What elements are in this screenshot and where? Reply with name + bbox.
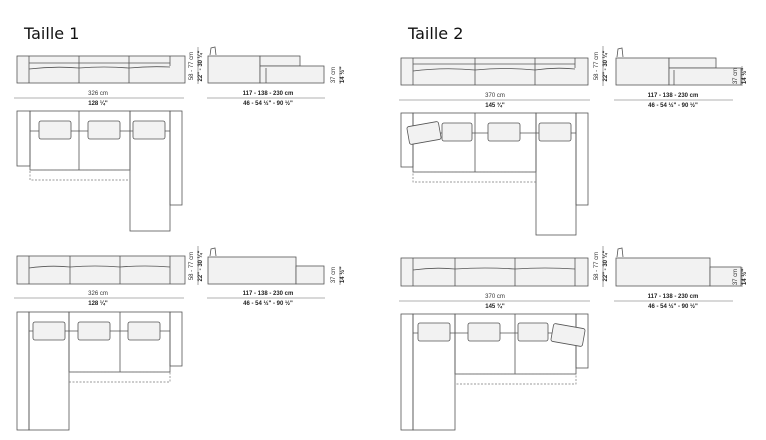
taille1-config1-side-view <box>207 46 325 84</box>
taille2-config1-side-view <box>615 47 742 86</box>
svg-text:128 ¼": 128 ¼" <box>88 300 108 307</box>
taille2-config2-side-view <box>615 247 742 287</box>
taille2-config1-width-dim: 370 cm 145 ¾" <box>399 93 590 109</box>
svg-text:14 ½": 14 ½" <box>339 67 346 83</box>
svg-text:58 - 77 cm: 58 - 77 cm <box>594 52 600 80</box>
section-title-taille-2: Taille 2 <box>408 24 464 43</box>
svg-text:117 - 138 - 230 cm: 117 - 138 - 230 cm <box>243 291 294 297</box>
svg-text:22" - 30 ¼": 22" - 30 ¼" <box>602 50 609 81</box>
taille1-config1-plan-view <box>16 110 183 232</box>
taille1-config1-width-dim: 326 cm 128 ¼" <box>14 91 184 107</box>
taille1-config2-width-dim: 326 cm 128 ¼" <box>14 291 184 307</box>
taille2-config2-plan-view <box>400 313 589 431</box>
taille1-config1-seat-dim: 37 cm 14 ½" <box>331 66 346 84</box>
taille2-config2-width-dim: 370 cm 145 ¾" <box>399 294 590 310</box>
svg-text:326 cm: 326 cm <box>88 91 108 97</box>
svg-text:370 cm: 370 cm <box>485 294 505 300</box>
taille1-config2-side-view <box>207 247 325 285</box>
taille2-config2-depth-dim: 117 - 138 - 230 cm 46 - 54 ½" - 90 ½" <box>614 294 733 310</box>
taille2-config1-height-dim: 58 - 77 cm 22" - 30 ¼" <box>594 46 609 86</box>
taille2-config2-front-view <box>400 257 589 287</box>
svg-text:58 - 77 cm: 58 - 77 cm <box>189 252 195 280</box>
svg-text:14 ½": 14 ½" <box>339 267 346 283</box>
svg-text:117 - 138 - 230 cm: 117 - 138 - 230 cm <box>243 91 294 97</box>
svg-text:14 ½": 14 ½" <box>741 68 748 84</box>
svg-text:22" - 30 ¼": 22" - 30 ¼" <box>197 50 204 81</box>
taille2-config1-seat-dim: 37 cm 14 ½" <box>733 66 748 86</box>
svg-text:145 ¾": 145 ¾" <box>485 303 505 310</box>
taille1-config1-front-view <box>16 55 186 84</box>
taille1-config2-height-dim: 58 - 77 cm 22" - 30 ¼" <box>189 246 204 285</box>
svg-text:22" - 30 ¼": 22" - 30 ¼" <box>197 250 204 281</box>
taille1-config2-front-view <box>16 255 186 285</box>
taille2-config1-plan-view <box>400 112 589 236</box>
svg-text:46 - 54 ½" - 90 ½": 46 - 54 ½" - 90 ½" <box>648 102 698 109</box>
taille1-config2-plan-view <box>16 311 183 431</box>
svg-text:46 - 54 ½" - 90 ½": 46 - 54 ½" - 90 ½" <box>243 300 293 307</box>
svg-text:46 - 54 ½" - 90 ½": 46 - 54 ½" - 90 ½" <box>243 100 293 107</box>
svg-text:326 cm: 326 cm <box>88 291 108 297</box>
svg-text:37 cm: 37 cm <box>733 68 739 84</box>
taille2-config2-height-dim: 58 - 77 cm 22" - 30 ¼" <box>594 246 609 287</box>
taille1-config1-height-dim: 58 - 77 cm 22" - 30 ¼" <box>189 47 204 84</box>
taille2-config1-depth-dim: 117 - 138 - 230 cm 46 - 54 ½" - 90 ½" <box>614 93 733 109</box>
svg-text:37 cm: 37 cm <box>331 267 337 283</box>
svg-text:22" - 30 ¼": 22" - 30 ¼" <box>602 250 609 281</box>
svg-text:14 ½": 14 ½" <box>741 269 748 285</box>
taille2-config2-seat-dim: 37 cm 14 ½" <box>733 267 748 287</box>
taille2-config1-front-view <box>400 57 589 86</box>
svg-text:58 - 77 cm: 58 - 77 cm <box>189 52 195 80</box>
svg-text:58 - 77 cm: 58 - 77 cm <box>594 252 600 280</box>
svg-text:128 ¼": 128 ¼" <box>88 100 108 107</box>
svg-text:37 cm: 37 cm <box>733 269 739 285</box>
taille1-config2-depth-dim: 117 - 138 - 230 cm 46 - 54 ½" - 90 ½" <box>207 291 325 307</box>
svg-text:117 - 138 - 230 cm: 117 - 138 - 230 cm <box>648 294 699 300</box>
section-title-taille-1: Taille 1 <box>24 24 80 43</box>
svg-text:117 - 138 - 230 cm: 117 - 138 - 230 cm <box>648 93 699 99</box>
svg-text:370 cm: 370 cm <box>485 93 505 99</box>
svg-text:46 - 54 ½" - 90 ½": 46 - 54 ½" - 90 ½" <box>648 303 698 310</box>
svg-text:37 cm: 37 cm <box>331 67 337 83</box>
taille1-config1-depth-dim: 117 - 138 - 230 cm 46 - 54 ½" - 90 ½" <box>207 91 325 107</box>
svg-text:145 ¾": 145 ¾" <box>485 102 505 109</box>
taille1-config2-seat-dim: 37 cm 14 ½" <box>331 266 346 285</box>
